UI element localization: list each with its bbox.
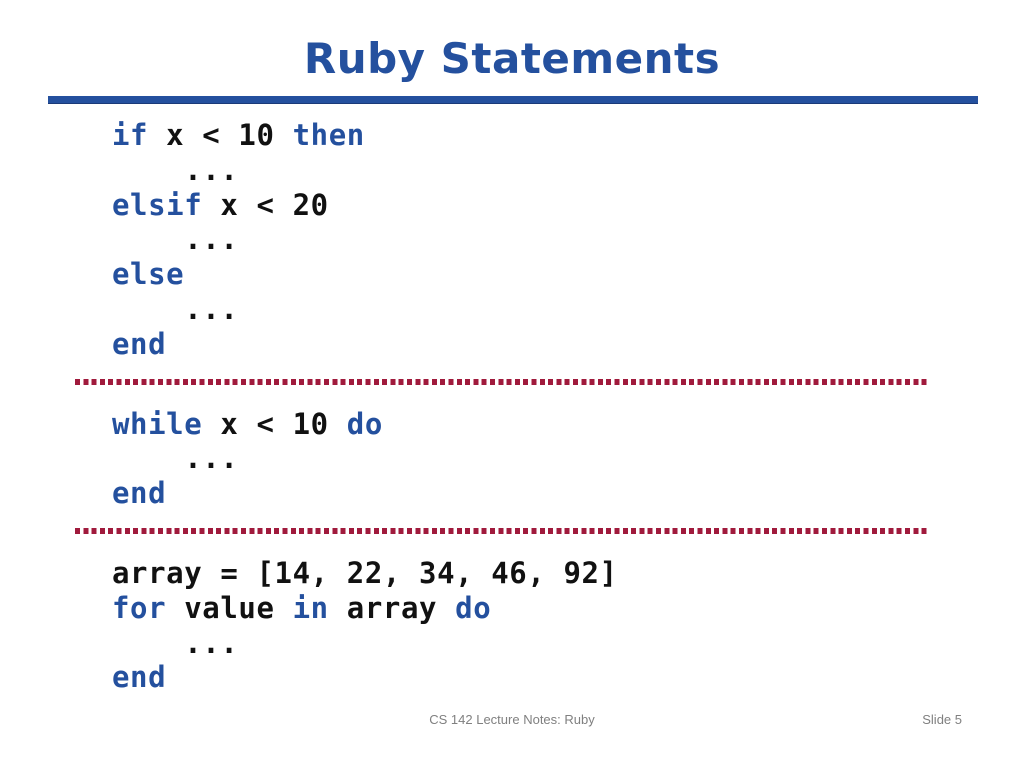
code-text: x < 20	[202, 187, 329, 222]
code-keyword: else	[112, 257, 185, 292]
code-keyword: in	[292, 590, 329, 625]
code-text: array	[328, 590, 456, 625]
title-block: Ruby Statements	[0, 38, 1024, 80]
if-elsif-else-block: if x < 10 then ...elsif x < 20 ...else .…	[0, 118, 1024, 362]
code-text: x < 10	[202, 406, 347, 441]
code-keyword: if	[112, 118, 149, 152]
code-line: ...	[112, 441, 1024, 476]
code-keyword: while	[112, 406, 203, 441]
code-keyword: end	[112, 660, 167, 695]
code-line: else	[112, 257, 1024, 292]
code-line: ...	[112, 222, 1024, 257]
separator-gap-bottom	[0, 534, 1024, 556]
code-line: end	[112, 476, 1024, 511]
footer-slide-number: Slide 5	[922, 712, 962, 727]
code-line: end	[112, 660, 1024, 695]
code-line: array = [14, 22, 34, 46, 92]	[112, 556, 1024, 591]
title-divider-rule	[48, 96, 978, 104]
while-block: while x < 10 do ...end	[0, 407, 1024, 511]
code-line: elsif x < 20	[112, 188, 1024, 223]
slide-footer: CS 142 Lecture Notes: Ruby Slide 5	[0, 712, 1024, 734]
separator-gap-bottom	[0, 385, 1024, 407]
code-line: if x < 10 then	[112, 118, 1024, 153]
code-text: array = [14, 22, 34, 46, 92]	[112, 555, 618, 590]
code-keyword: do	[455, 590, 492, 625]
code-line: for value in array do	[112, 591, 1024, 626]
code-line: ...	[112, 153, 1024, 188]
code-listing: if x < 10 then ...elsif x < 20 ...else .…	[0, 118, 1024, 695]
dotted-separator	[75, 527, 928, 534]
code-text: ...	[112, 625, 239, 660]
code-keyword: do	[346, 406, 383, 441]
code-text: value	[166, 590, 293, 625]
code-keyword: elsif	[112, 187, 203, 222]
code-text: ...	[112, 441, 239, 476]
code-keyword: for	[112, 590, 167, 625]
code-text: ...	[112, 152, 239, 187]
code-line: ...	[112, 292, 1024, 327]
code-line: end	[112, 327, 1024, 362]
code-text: ...	[112, 222, 239, 257]
code-text: x < 10	[148, 118, 293, 152]
footer-course-label: CS 142 Lecture Notes: Ruby	[429, 712, 595, 727]
page-title: Ruby Statements	[303, 34, 721, 83]
code-text: ...	[112, 291, 239, 326]
separator-gap-top	[0, 362, 1024, 379]
code-keyword: then	[292, 118, 365, 152]
code-keyword: end	[112, 326, 167, 361]
code-keyword: end	[112, 476, 167, 511]
for-block: array = [14, 22, 34, 46, 92]for value in…	[0, 556, 1024, 695]
code-line: ...	[112, 626, 1024, 661]
dotted-separator	[75, 378, 928, 385]
code-line: while x < 10 do	[112, 407, 1024, 442]
separator-gap-top	[0, 511, 1024, 528]
